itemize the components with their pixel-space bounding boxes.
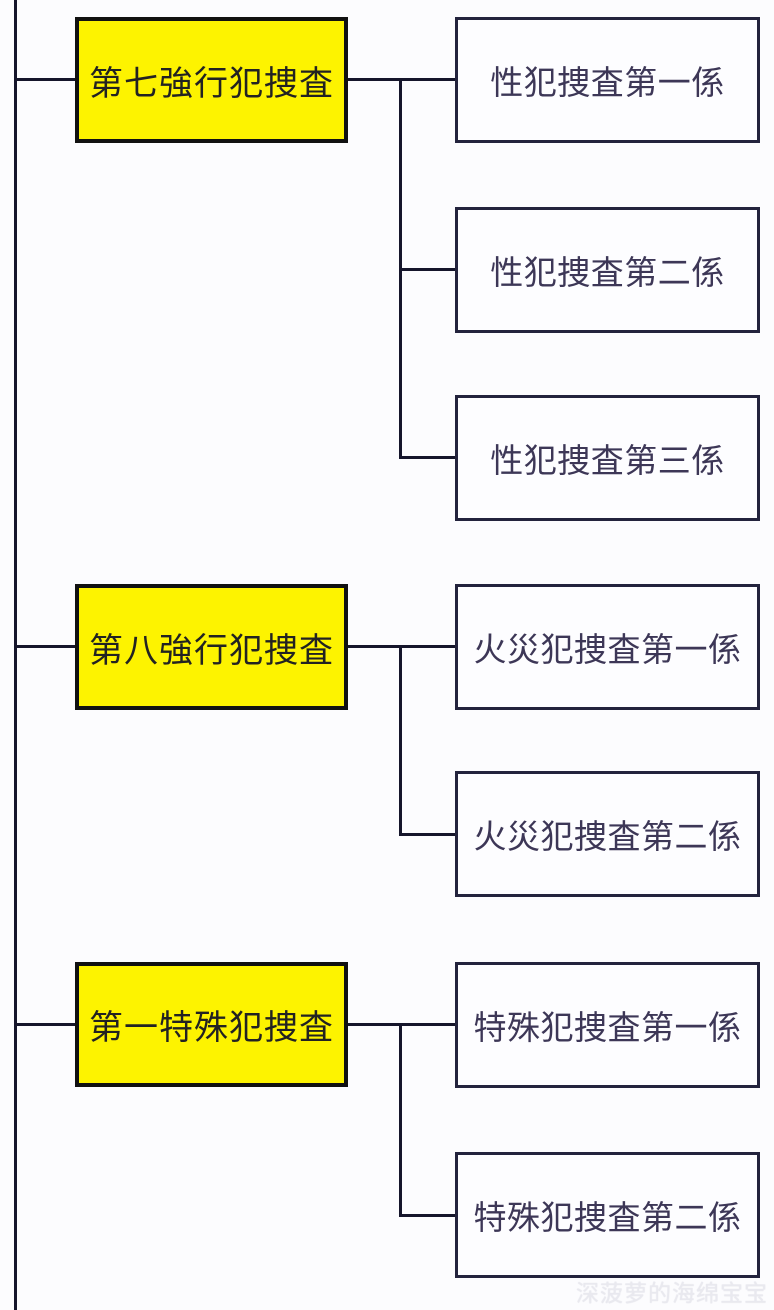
trunk-line [14, 0, 17, 1310]
child-box-seihan-3: 性犯捜査第三係 [455, 395, 760, 521]
connector-line [399, 456, 455, 459]
connector-line [14, 1023, 75, 1026]
connector-line [399, 833, 455, 836]
watermark: 深菠萝的海绵宝宝 [576, 1280, 768, 1306]
child-box-kasaihan-2: 火災犯捜査第二係 [455, 771, 760, 897]
connector-line [14, 78, 75, 81]
child-box-kasaihan-1: 火災犯捜査第一係 [455, 584, 760, 710]
parent-box-dai7-kyokohan: 第七強行犯捜査 [75, 17, 348, 143]
connector-line [399, 268, 455, 271]
connector-line [399, 1214, 455, 1217]
child-box-tokushuhan-2: 特殊犯捜査第二係 [455, 1152, 760, 1278]
parent-box-dai1-tokushuhan: 第一特殊犯捜査 [75, 962, 348, 1087]
connector-line [399, 1023, 402, 1217]
child-box-seihan-2: 性犯捜査第二係 [455, 207, 760, 333]
connector-line [14, 645, 75, 648]
connector-line [399, 645, 402, 836]
child-box-tokushuhan-1: 特殊犯捜査第一係 [455, 962, 760, 1088]
parent-box-dai8-kyokohan: 第八強行犯捜査 [75, 584, 348, 710]
child-box-seihan-1: 性犯捜査第一係 [455, 17, 760, 143]
